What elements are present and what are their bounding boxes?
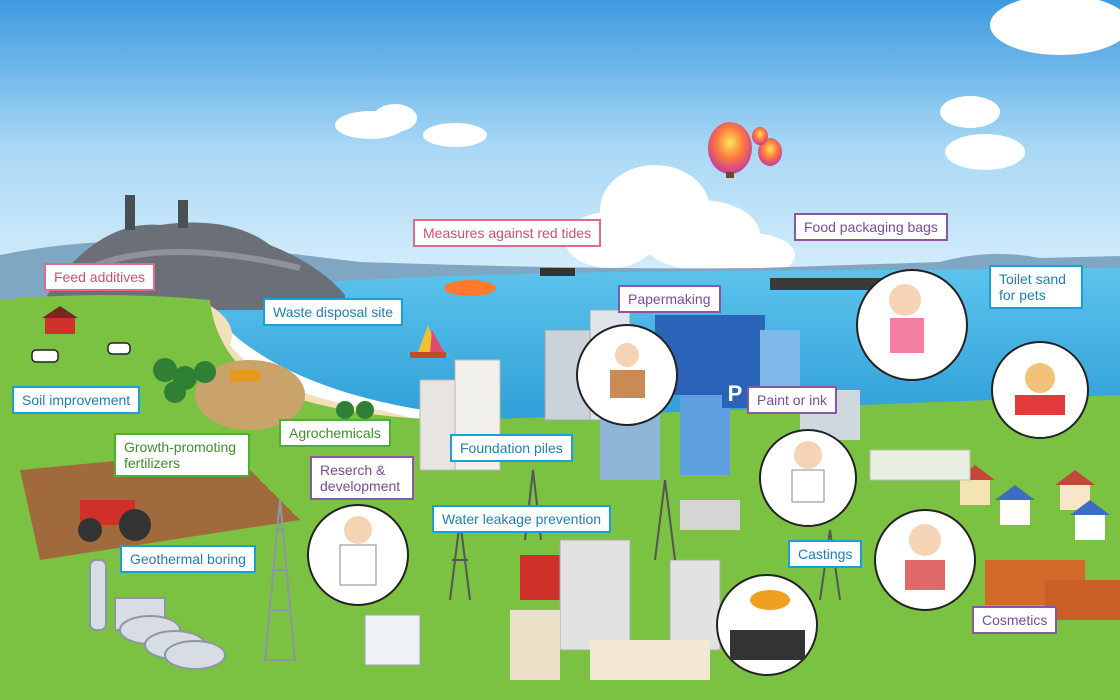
label-research-development: Reserch & development bbox=[310, 456, 414, 500]
label-toilet-sand-line1: Toilet sand bbox=[999, 271, 1066, 287]
label-growth-fertilizers: Growth-promoting fertilizers bbox=[114, 433, 250, 477]
factory-buildings bbox=[680, 500, 1120, 620]
label-cosmetics: Cosmetics bbox=[972, 606, 1058, 634]
residential-houses bbox=[869, 449, 1110, 540]
geothermal-tanks bbox=[89, 559, 226, 670]
label-toilet-sand-line2: for pets bbox=[999, 287, 1046, 303]
parking-sign: P bbox=[722, 378, 748, 408]
label-agrochemicals: Agrochemicals bbox=[279, 419, 391, 447]
cows bbox=[31, 342, 131, 363]
bubble-figures bbox=[339, 284, 1065, 660]
cargo-ship bbox=[770, 278, 890, 290]
label-geothermal-boring: Geothermal boring bbox=[120, 545, 256, 573]
label-soil-improvement: Soil improvement bbox=[12, 386, 141, 414]
label-waste-disposal-site: Waste disposal site bbox=[263, 298, 404, 326]
sailboat bbox=[410, 325, 446, 358]
label-foundation-piles: Foundation piles bbox=[450, 434, 573, 462]
label-food-packaging-bags: Food packaging bags bbox=[794, 213, 948, 241]
trees bbox=[153, 358, 374, 419]
label-measures-red-tides: Measures against red tides bbox=[413, 219, 602, 247]
city-buildings bbox=[364, 309, 860, 680]
label-research-line1: Reserch & bbox=[320, 462, 386, 478]
label-growth-fertilizers-line2: fertilizers bbox=[124, 455, 181, 471]
label-feed-additives: Feed additives bbox=[44, 263, 156, 291]
label-castings: Castings bbox=[788, 540, 863, 568]
label-papermaking: Papermaking bbox=[618, 285, 721, 313]
hot-air-balloons bbox=[708, 122, 782, 178]
parking-sign-letter: P bbox=[728, 381, 743, 406]
cruise-ship bbox=[540, 268, 575, 276]
label-water-leakage-prevention: Water leakage prevention bbox=[432, 505, 612, 533]
boring-tower bbox=[263, 499, 297, 661]
red-tide bbox=[444, 280, 496, 296]
label-toilet-sand: Toilet sand for pets bbox=[989, 265, 1083, 309]
label-growth-fertilizers-line1: Growth-promoting bbox=[124, 439, 237, 455]
label-paint-or-ink: Paint or ink bbox=[747, 386, 838, 414]
barn bbox=[42, 306, 78, 334]
waste-pit bbox=[195, 360, 305, 430]
clouds bbox=[335, 0, 1120, 277]
label-research-line2: development bbox=[320, 478, 401, 494]
tractor bbox=[78, 500, 151, 542]
